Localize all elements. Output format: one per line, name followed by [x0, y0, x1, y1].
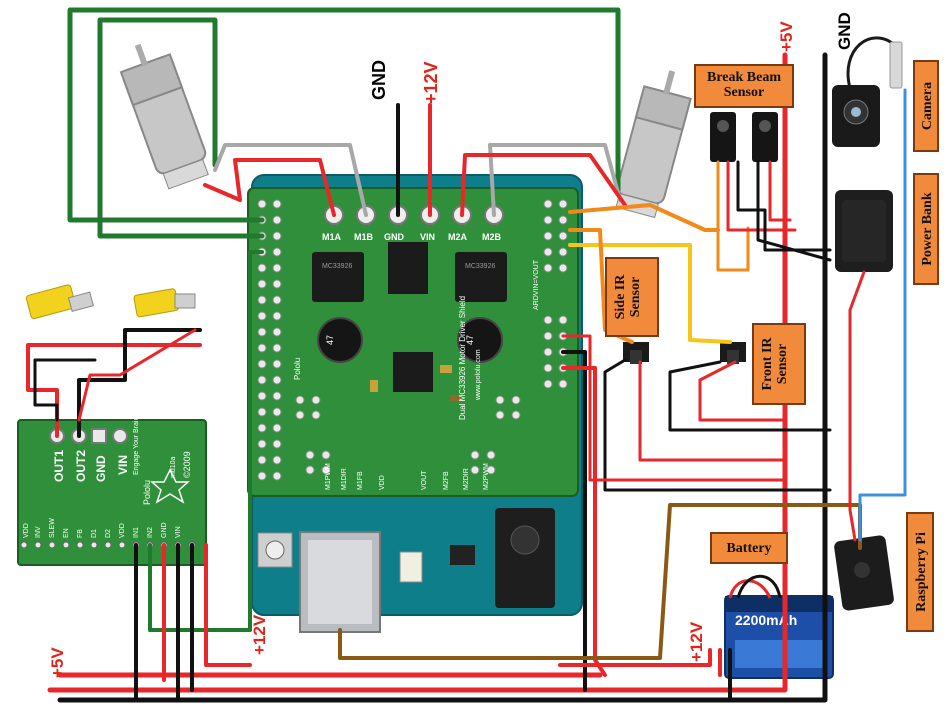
break-beam-label: Break Beam Sensor — [694, 64, 794, 108]
side-ir-label: Side IR Sensor — [605, 257, 659, 337]
gnd-top-label: GND — [369, 60, 389, 100]
shield-m1b-label: M1B — [354, 232, 374, 242]
shield-m1a-label: M1A — [322, 232, 342, 242]
driver-vin-label: VIN — [116, 455, 130, 475]
battery-pack: 2200mAh — [724, 574, 834, 679]
shield-pin-label: M2PWM — [483, 463, 490, 490]
shield-vin-label: VIN — [420, 232, 435, 242]
shield-name-label: Dual MC33926 Motor Driver Shield — [458, 296, 467, 420]
battery-label: Battery — [710, 532, 788, 564]
driver-year-label: ©2009 — [182, 451, 192, 478]
wires — [26, 7, 907, 703]
small-motor-driver — [17, 419, 207, 566]
driver-pin-label: VDD — [23, 523, 30, 538]
shield-pin-label: M1DIR — [341, 468, 348, 490]
camera-device — [832, 36, 903, 147]
shield-brand-label: Pololu — [293, 358, 302, 380]
break-beam-emitter — [710, 112, 736, 162]
left-gear-motor — [119, 43, 209, 190]
driver-out1-label: OUT1 — [52, 450, 66, 482]
chip2-label: MC33926 — [465, 263, 495, 270]
power-bank-label: Power Bank — [913, 173, 939, 285]
driver-pin-label: IN2 — [147, 527, 154, 538]
driver-brand-label: Pololu — [142, 480, 152, 505]
camera-label: Camera — [913, 60, 939, 152]
shield-pin-label: VOUT — [421, 470, 428, 490]
raspberry-pi-device — [834, 535, 894, 611]
driver-pin-label: D2 — [105, 529, 112, 538]
driver-gnd-label: GND — [94, 455, 108, 482]
driver-pin-label: EN — [63, 528, 70, 538]
power-bank-device — [835, 190, 893, 272]
v5-right-label: +5V — [777, 21, 796, 52]
shield-gnd-label: GND — [384, 232, 405, 242]
break-beam-receiver — [752, 112, 778, 162]
driver-pin-label: INV — [35, 526, 42, 538]
battery-capacity-label: 2200mAh — [735, 612, 797, 628]
shield-m2a-label: M2A — [448, 232, 468, 242]
shield-ardvin-label: ARDVIN=VOUT — [533, 259, 540, 310]
front-ir-label: Front IR Sensor — [752, 323, 806, 405]
motor-shield — [247, 187, 579, 497]
right-gear-motor — [615, 70, 692, 219]
shield-pin-label: M2FB — [443, 471, 450, 490]
raspberry-pi-label: Raspberry Pi — [906, 512, 934, 632]
shield-pin-label: VDD — [379, 475, 386, 490]
yellow-motor-2 — [133, 288, 196, 318]
driver-pin-label: FB — [77, 529, 84, 538]
cap1-label: 47 — [325, 335, 335, 345]
v12-battery-label: +12V — [687, 621, 706, 662]
gnd-right-label: GND — [835, 12, 854, 50]
driver-pin-label: D1 — [91, 529, 98, 538]
shield-pin-label: M1PWM — [325, 463, 332, 490]
v12-top-label: +12V — [421, 61, 441, 104]
shield-pin-label: M2DIR — [463, 468, 470, 490]
shield-site-label: www.pololu.com — [475, 349, 482, 401]
driver-tag-label: Engage Your Brain — [133, 417, 140, 475]
driver-pin-label: VDD — [119, 523, 126, 538]
v12-bottom-left-label: +12V — [250, 614, 269, 655]
driver-pin-label: IN1 — [133, 527, 140, 538]
driver-pin-label: VIN — [175, 526, 182, 538]
driver-pin-label: SLEW — [49, 518, 56, 538]
yellow-motor-1 — [25, 284, 95, 320]
cap2-label: 47 — [465, 335, 475, 345]
shield-pin-label: M1FB — [357, 471, 364, 490]
chip1-label: MC33926 — [322, 263, 352, 270]
v5-bottom-left-label: +5V — [48, 647, 67, 678]
driver-part-label: md10a — [170, 456, 177, 478]
driver-out2-label: OUT2 — [74, 450, 88, 482]
shield-m2b-label: M2B — [482, 232, 502, 242]
front-ir-sensor — [720, 342, 746, 364]
driver-pin-label: GND — [161, 522, 168, 538]
side-ir-sensor — [623, 342, 649, 364]
